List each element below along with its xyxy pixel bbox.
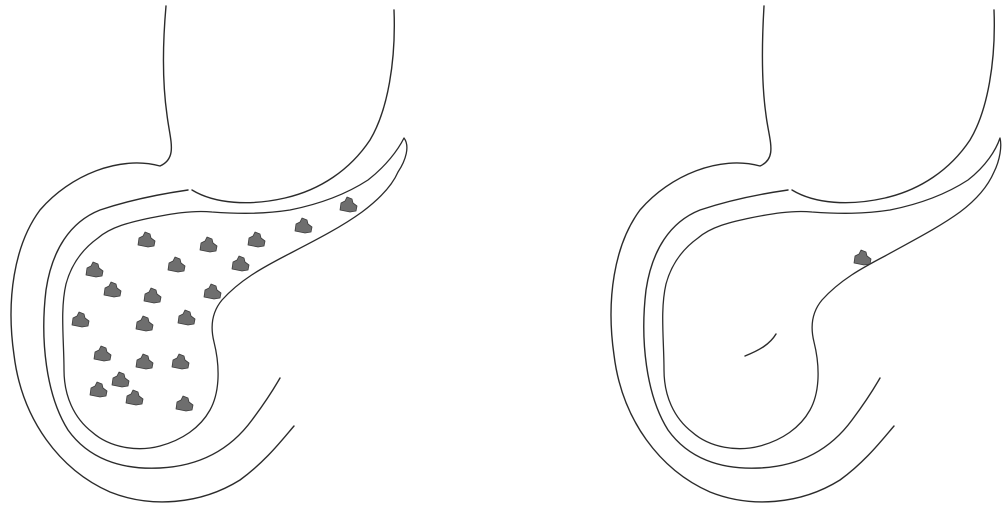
right-panel bbox=[611, 6, 1001, 502]
left-panel bbox=[11, 6, 407, 502]
right-duodenum-outline bbox=[792, 10, 994, 203]
left-duodenum-outline bbox=[192, 10, 394, 203]
right-pancreas bbox=[663, 138, 1001, 449]
